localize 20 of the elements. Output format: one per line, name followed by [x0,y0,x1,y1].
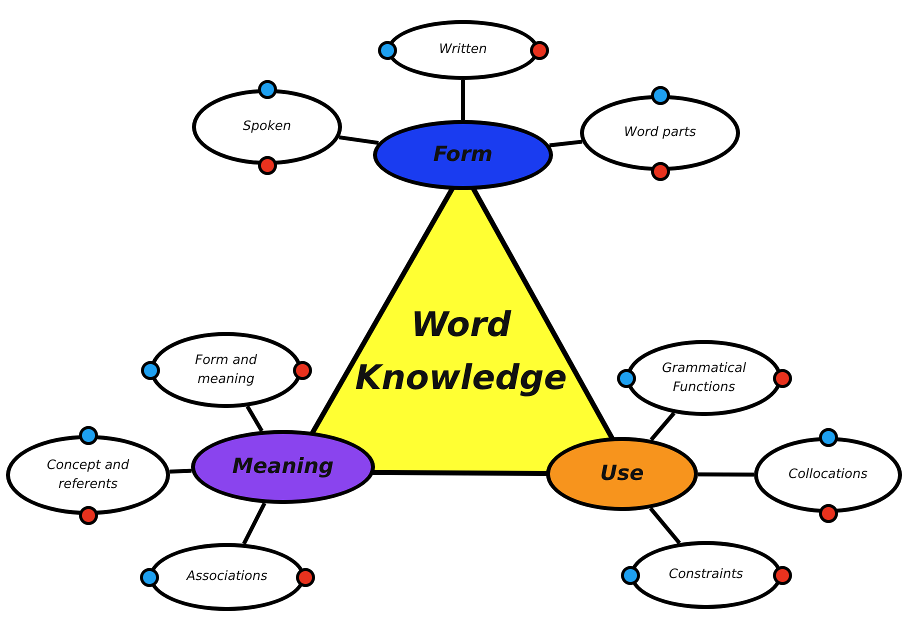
connector-line [338,135,379,145]
node-label: Word parts [623,124,697,142]
node-label: Grammatical Functions [660,360,748,397]
diagram-title-text: Word Knowledge [354,304,568,400]
connector-line [461,80,465,120]
node-label: Constraints [668,566,744,584]
connector-line [698,472,754,477]
node-label: Written [438,41,488,60]
node-label: Use [599,460,645,488]
node-label: Associations [185,568,268,586]
node-label: Meaning [231,453,335,480]
connector-line [246,405,264,432]
node-label: Form and meaning [194,352,258,389]
node-label: Concept and referents [46,456,130,494]
node-label: Form [432,141,494,168]
connector-line [242,502,266,545]
connector-line [170,468,192,474]
node-label: Spoken [242,118,292,136]
connector-line [549,140,582,148]
node-label: Collocations [788,466,868,484]
